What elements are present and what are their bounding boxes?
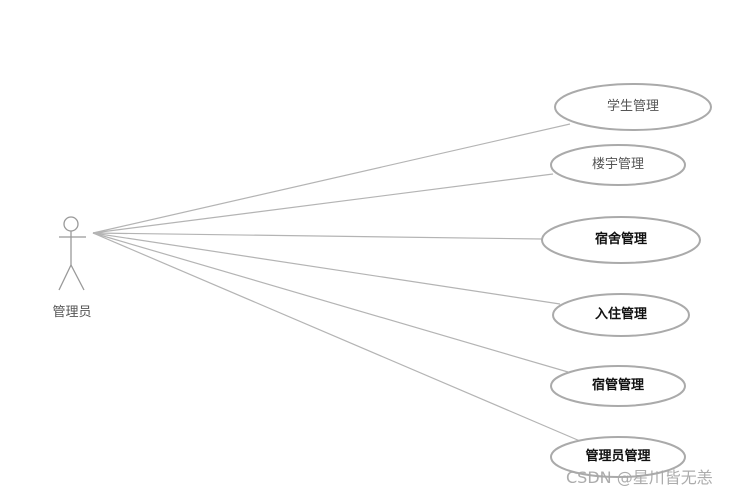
watermark: CSDN @星川皆无恙	[566, 468, 713, 487]
use-case-ellipse[interactable]	[552, 293, 690, 337]
actor-left-leg	[58, 264, 72, 291]
association-lines	[92, 123, 581, 442]
use-case-admin-management[interactable]: 管理员管理	[585, 449, 651, 464]
use-case-ellipses	[541, 83, 712, 478]
actor-head	[63, 216, 79, 232]
use-case-dormitory-management[interactable]: 宿舍管理	[594, 232, 647, 247]
association-line	[92, 173, 554, 234]
use-case-ellipse[interactable]	[550, 436, 686, 478]
use-case-ellipse[interactable]	[554, 83, 712, 131]
use-case-check-in-management[interactable]: 入住管理	[594, 307, 647, 322]
use-case-ellipse[interactable]	[550, 365, 686, 407]
actor-label: 管理员	[52, 305, 92, 320]
association-line	[92, 232, 543, 240]
actor-stick-figure-icon	[58, 216, 86, 291]
association-line	[92, 232, 581, 442]
use-case-ellipse[interactable]	[541, 216, 701, 264]
use-case-student-management[interactable]: 学生管理	[606, 99, 659, 114]
association-line	[92, 232, 561, 305]
association-line	[92, 232, 569, 373]
association-line	[92, 123, 571, 234]
use-case-building-management[interactable]: 楼宇管理	[591, 157, 644, 172]
use-case-dorm-manager-management[interactable]: 宿管管理	[591, 378, 644, 393]
actor-right-leg	[70, 264, 85, 291]
use-case-ellipse[interactable]	[550, 144, 686, 186]
